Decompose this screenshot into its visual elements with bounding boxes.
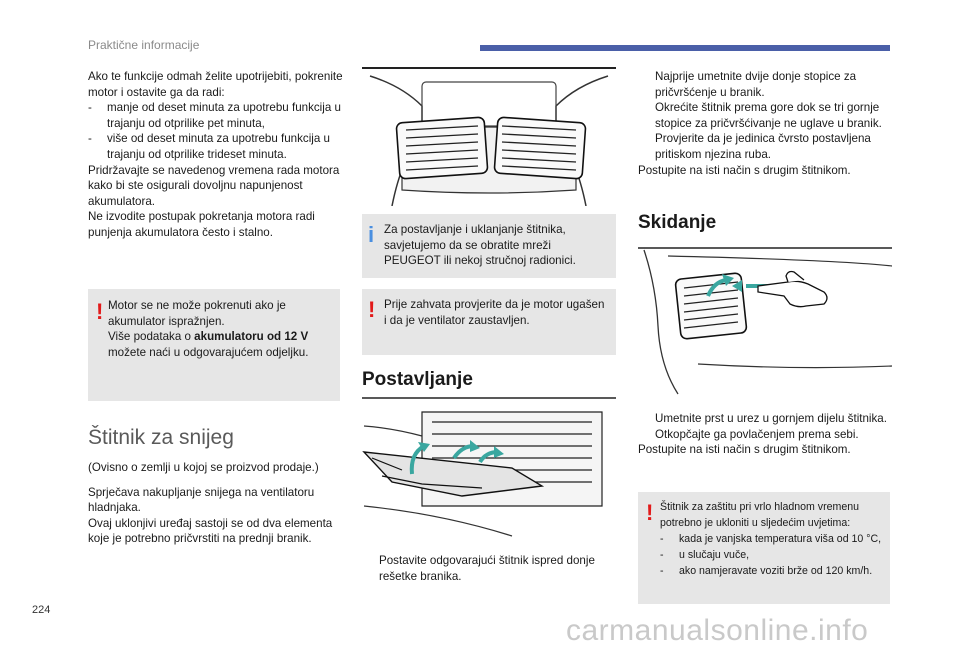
info-text: Za postavljanje i uklanjanje štitnika, s… xyxy=(384,223,576,268)
warning-icon: ! xyxy=(646,500,654,525)
paragraph: Postupite na isti način s drugim štitnik… xyxy=(638,443,851,457)
info-icon: i xyxy=(368,222,375,247)
paragraph: Sprječava nakupljanje snijega na ventila… xyxy=(88,485,315,515)
section-title-fitting: Postavljanje xyxy=(362,369,473,390)
hand-icon xyxy=(757,270,828,308)
header-accent-bar xyxy=(480,45,890,51)
info-box-dealer: i Za postavljanje i uklanjanje štitnika,… xyxy=(362,214,616,278)
illustration-fitting-guard xyxy=(362,396,616,546)
dash-item: -ako namjeravate voziti brže od 120 km/h… xyxy=(660,565,873,577)
paragraph: Pridržavajte se navedenog vremena rada m… xyxy=(88,163,340,208)
warning-box-battery: ! Motor se ne može pokrenuti ako je akum… xyxy=(88,289,340,401)
front-grille-drawing xyxy=(362,67,616,206)
warning-box-engine-off: ! Prije zahvata provjerite da je motor u… xyxy=(362,289,616,355)
left-guard-shape xyxy=(395,116,489,180)
removal-steps: Umetnite prst u urez u gornjem dijelu št… xyxy=(638,411,894,458)
paragraph: Ne izvodite postupak pokretanja motora r… xyxy=(88,210,315,239)
dash-item: -u slučaju vuče, xyxy=(660,549,750,561)
warning-box-remove-conditions: ! Štitnik za zaštitu pri vrlo hladnom vr… xyxy=(638,492,890,604)
step-item: Najprije umetnite dvije donje stopice za… xyxy=(655,70,857,99)
warning-text: Štitnik za zaštitu pri vrlo hladnom vrem… xyxy=(660,499,886,579)
dash-item: -manje od deset minuta za upotrebu funkc… xyxy=(88,101,341,130)
warning-text: Prije zahvata provjerite da je motor uga… xyxy=(384,298,605,327)
step-item: Otkopčajte ga povlačenjem prema sebi. xyxy=(655,427,859,441)
section-title-snow-guard: Štitnik za snijeg xyxy=(88,426,234,449)
step-item: Provjerite da je jedinica čvrsto postavl… xyxy=(655,132,871,161)
watermark: carmanualsonline.info xyxy=(566,614,869,647)
dash-item: -više od deset minuta za upotrebu funkci… xyxy=(88,132,330,161)
dash-item: -kada je vanjska temperatura viša od 10 … xyxy=(660,533,882,545)
col1-intro-block: Ako te funkcije odmah želite upotrijebit… xyxy=(88,69,344,241)
warning-icon: ! xyxy=(96,299,104,324)
removal-guard-shape xyxy=(674,272,748,340)
fitting-steps: Postavite odgovarajući štitnik ispred do… xyxy=(362,553,616,584)
right-guard-shape xyxy=(493,116,587,180)
section-title-removal: Skidanje xyxy=(638,212,717,233)
step-item: Umetnite prst u urez u gornjem dijelu št… xyxy=(655,412,887,425)
illustration-front-grille-guards xyxy=(362,66,616,206)
fitting-drawing xyxy=(362,397,616,537)
page-number: 224 xyxy=(32,604,51,616)
paragraph: Postupite na isti način s drugim štitnik… xyxy=(638,163,851,177)
illustration-removal xyxy=(638,246,892,396)
step-item: Postavite odgovarajući štitnik ispred do… xyxy=(379,554,595,583)
paragraph: Ovaj uklonjivi uređaj sastoji se od dva … xyxy=(88,516,333,546)
snow-guard-description: (Ovisno o zemlji u kojoj se proizvod pro… xyxy=(88,460,344,547)
paragraph: (Ovisno o zemlji u kojoj se proizvod pro… xyxy=(88,461,319,474)
warning-icon: ! xyxy=(368,297,376,322)
step-item: Okrećite štitnik prema gore dok se tri g… xyxy=(655,101,882,130)
col3-fitting-steps: Najprije umetnite dvije donje stopice za… xyxy=(638,69,894,178)
running-header: Praktične informacije xyxy=(88,38,200,52)
intro-paragraph: Ako te funkcije odmah želite upotrijebit… xyxy=(88,70,343,99)
removal-drawing xyxy=(638,247,892,395)
warning-text: Motor se ne može pokrenuti ako je akumul… xyxy=(108,299,309,359)
